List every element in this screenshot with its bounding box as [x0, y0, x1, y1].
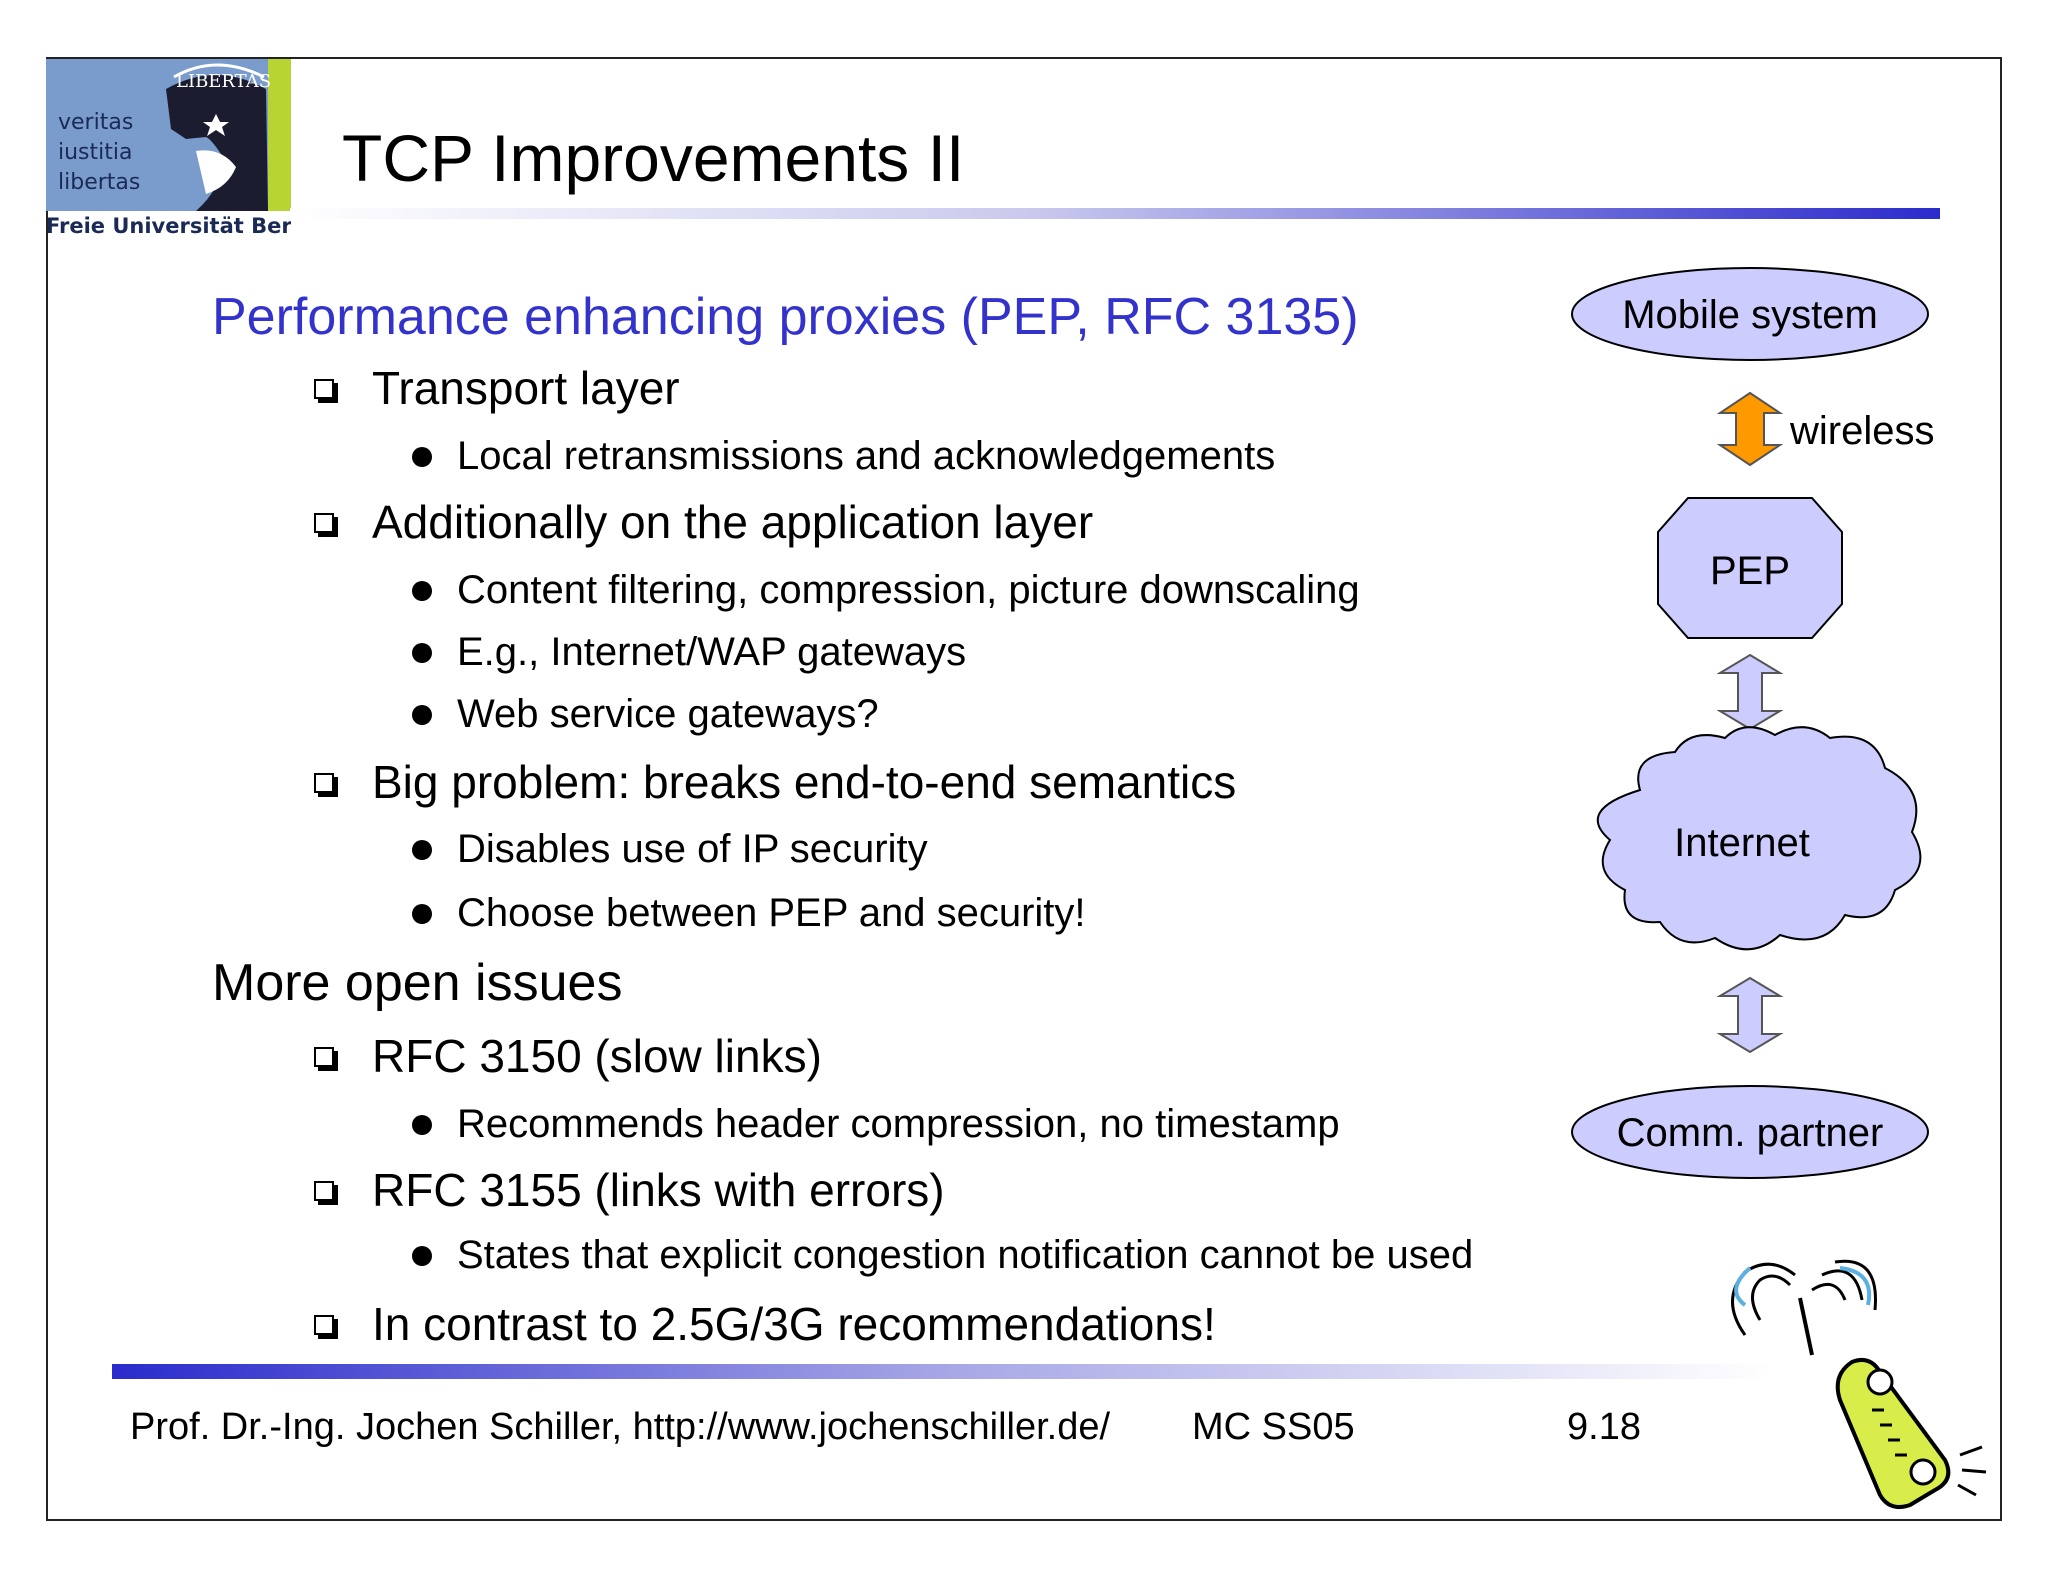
sub-list-item: Content filtering, compression, picture … — [457, 568, 1360, 612]
footer-divider-bar — [112, 1364, 1772, 1379]
logo-motto-iustitia: iustitia — [58, 140, 132, 165]
round-bullet-icon — [412, 447, 432, 467]
square-bullet-icon — [314, 1315, 334, 1335]
sub-list-item: Local retransmissions and acknowledgemen… — [457, 434, 1276, 478]
wireless-arrow-icon — [1716, 391, 1784, 467]
square-bullet-icon — [314, 1181, 334, 1201]
sub-list-item: Disables use of IP security — [457, 827, 928, 871]
university-logo: LIBERTAS veritas iustitia libertas Freie… — [46, 59, 291, 238]
round-bullet-icon — [412, 1246, 432, 1266]
pep-node — [1657, 497, 1843, 639]
round-bullet-icon — [412, 643, 432, 663]
round-bullet-icon — [412, 1115, 432, 1135]
internet-cloud-node — [1596, 726, 1922, 951]
wired-arrow-icon — [1716, 653, 1784, 731]
sub-list-item: Web service gateways? — [457, 692, 879, 736]
seal-text: LIBERTAS — [176, 71, 271, 92]
comm-partner-label: Comm. partner — [1617, 1111, 1884, 1155]
round-bullet-icon — [412, 904, 432, 924]
round-bullet-icon — [412, 840, 432, 860]
square-bullet-icon — [314, 379, 334, 399]
mobile-system-label: Mobile system — [1622, 293, 1878, 337]
list-item: RFC 3150 (slow links) — [372, 1030, 822, 1082]
round-bullet-icon — [412, 705, 432, 725]
logo-motto-veritas: veritas — [58, 110, 133, 135]
logo-green-stripe — [268, 59, 291, 211]
sub-list-item: E.g., Internet/WAP gateways — [457, 630, 967, 674]
footer-page-number: 9.18 — [1567, 1406, 1641, 1448]
wireless-label: wireless — [1789, 409, 1934, 453]
wired-arrow-icon — [1716, 976, 1784, 1054]
sub-list-item: Recommends header compression, no timest… — [457, 1102, 1340, 1146]
list-item: Additionally on the application layer — [372, 496, 1094, 548]
sub-list-item: Choose between PEP and security! — [457, 891, 1086, 935]
list-item: Transport layer — [372, 362, 680, 414]
square-bullet-icon — [314, 773, 334, 793]
mobile-system-node — [1571, 267, 1929, 361]
slide-frame — [46, 57, 2002, 1521]
round-bullet-icon — [412, 581, 432, 601]
slide-title: TCP Improvements II — [342, 121, 965, 195]
mobile-phone-icon — [1731, 1259, 1987, 1509]
logo-university-name: Freie Universität Berlin — [46, 214, 291, 238]
internet-label: Internet — [1674, 821, 1810, 865]
section-heading-open-issues: More open issues — [212, 954, 623, 1012]
sub-list-item: States that explicit congestion notifica… — [457, 1233, 1474, 1277]
footer-author: Prof. Dr.-Ing. Jochen Schiller, http://w… — [130, 1406, 1111, 1448]
list-item: RFC 3155 (links with errors) — [372, 1164, 945, 1216]
logo-motto-libertas: libertas — [58, 170, 140, 195]
title-underline-bar — [290, 208, 1940, 219]
square-bullet-icon — [314, 1047, 334, 1067]
pep-label: PEP — [1710, 549, 1790, 593]
footer-course: MC SS05 — [1192, 1406, 1355, 1448]
seal-emblem: LIBERTAS — [166, 63, 271, 211]
list-item: Big problem: breaks end-to-end semantics — [372, 756, 1237, 808]
section-heading-pep: Performance enhancing proxies (PEP, RFC … — [212, 288, 1359, 346]
list-item: In contrast to 2.5G/3G recommendations! — [372, 1298, 1216, 1350]
square-bullet-icon — [314, 513, 334, 533]
comm-partner-node — [1571, 1085, 1929, 1179]
